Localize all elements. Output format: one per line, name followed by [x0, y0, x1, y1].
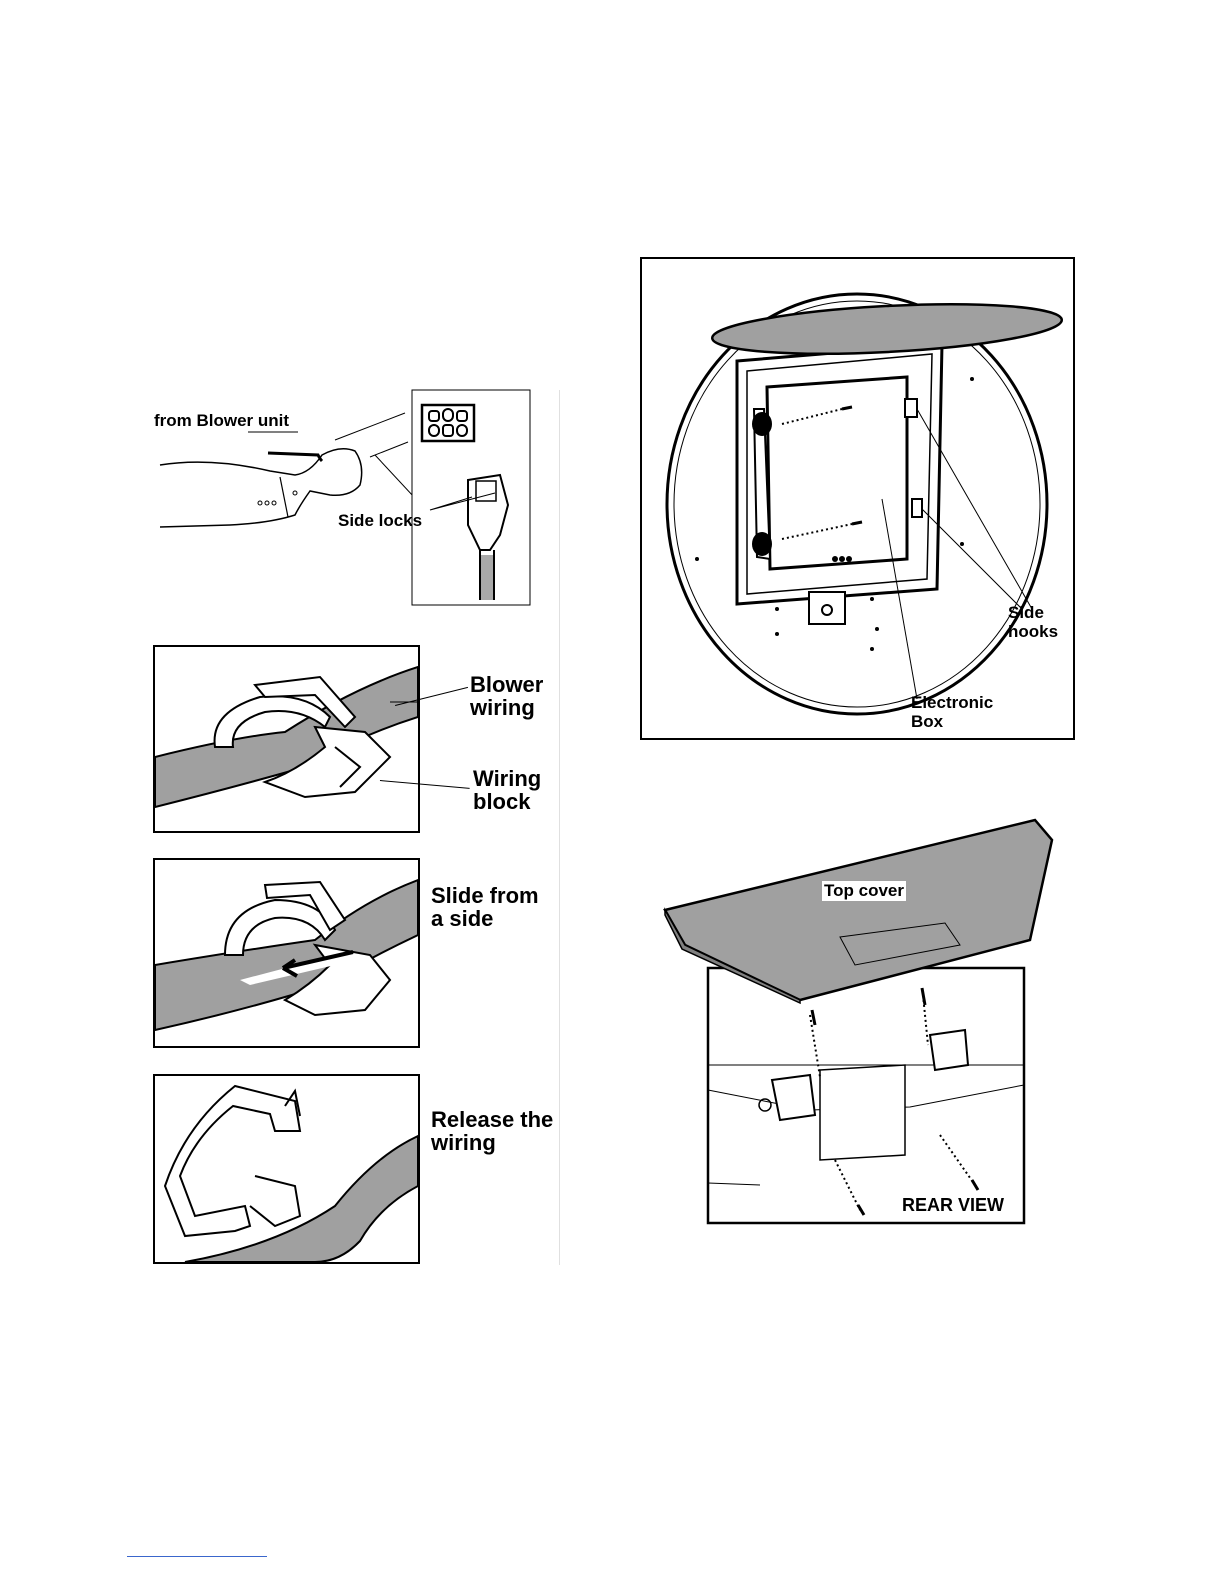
slide-illustration: [155, 860, 418, 1046]
electronic-box-illustration: [642, 259, 1073, 738]
slide-label: Slide from a side: [431, 884, 539, 930]
top-cover-figure: Top cover REAR VIEW: [660, 815, 1055, 1225]
side-locks-label: Side locks: [338, 511, 422, 531]
connector-figure: from Blower unit Side locks: [150, 385, 535, 610]
slide-panel: [153, 858, 420, 1048]
blower-wiring-panel: [153, 645, 420, 833]
side-hooks-label: Side hooks: [1008, 603, 1058, 641]
footer-rule: [127, 1556, 267, 1557]
wiring-block-label: Wiring block: [473, 767, 541, 813]
blower-wiring-illustration: [155, 647, 418, 831]
column-divider: [559, 390, 560, 1265]
electronic-box-label: Electronic Box: [911, 693, 993, 731]
top-cover-illustration: [660, 815, 1055, 1225]
rear-view-label: REAR VIEW: [902, 1195, 1004, 1216]
release-illustration: [155, 1076, 418, 1262]
release-label: Release the wiring: [431, 1108, 553, 1154]
blower-wiring-label: Blower wiring: [470, 673, 543, 719]
top-cover-label: Top cover: [822, 881, 906, 901]
release-panel: [153, 1074, 420, 1264]
electronic-box-panel: Side hooks Electronic Box: [640, 257, 1075, 740]
from-blower-label: from Blower unit: [154, 411, 289, 431]
